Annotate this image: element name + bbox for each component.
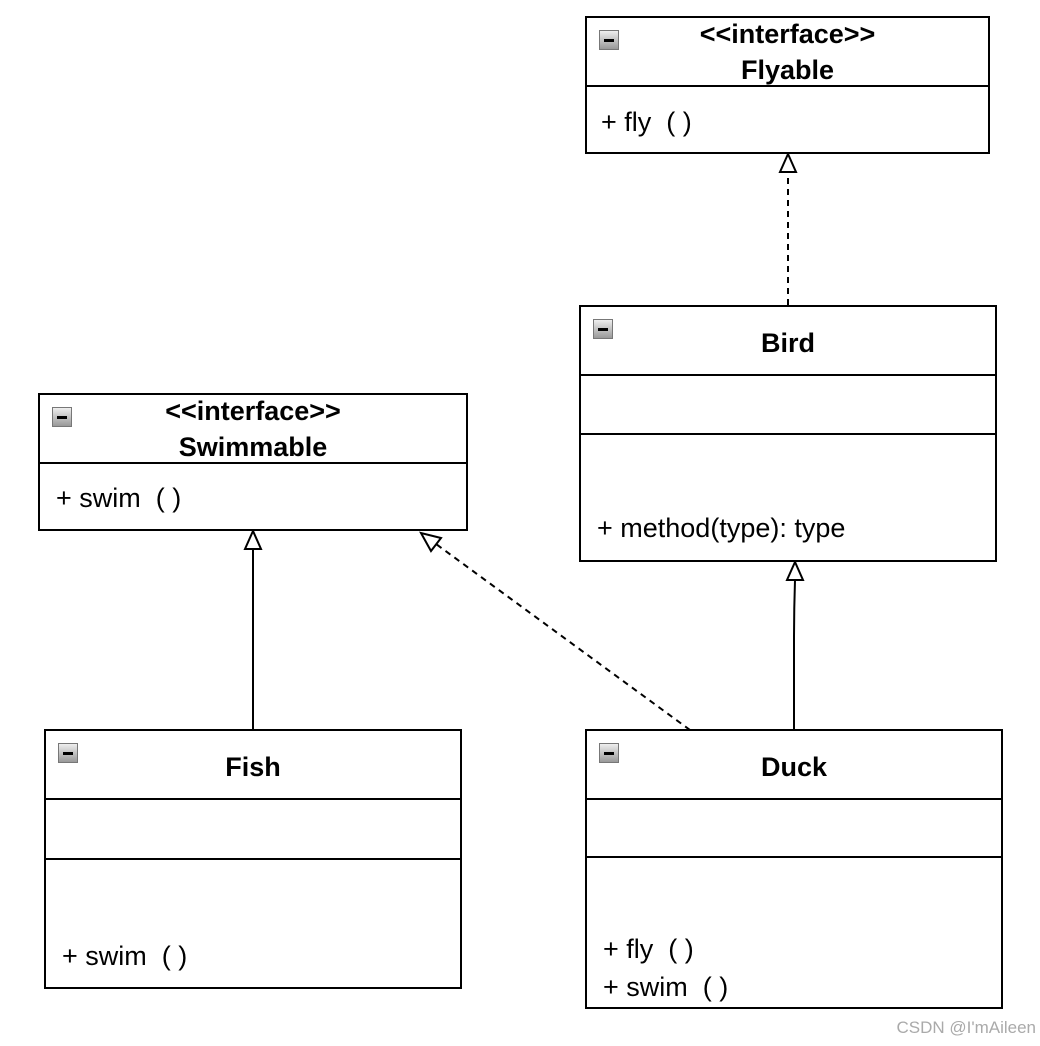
class-name: Duck bbox=[760, 752, 828, 782]
arrowhead-swimmable-duck bbox=[419, 531, 443, 553]
method: + fly ( ) bbox=[603, 934, 694, 964]
attributes-divider bbox=[581, 374, 995, 376]
duck-swimmable-realization bbox=[435, 543, 691, 731]
methods-divider bbox=[587, 856, 1001, 858]
class-swimmable[interactable]: <<interface>> Swimmable + swim ( ) bbox=[38, 393, 468, 531]
divider bbox=[40, 462, 466, 464]
collapse-icon[interactable] bbox=[593, 319, 613, 339]
class-name: Fish bbox=[225, 752, 281, 782]
attributes-divider bbox=[587, 798, 1001, 800]
method: + fly ( ) bbox=[601, 107, 692, 137]
class-bird[interactable]: Bird + method(type): type bbox=[579, 305, 997, 562]
method: + swim ( ) bbox=[62, 941, 188, 971]
method: + swim ( ) bbox=[56, 483, 182, 513]
arrowhead-bird bbox=[785, 559, 805, 581]
arrowhead-swimmable-fish bbox=[243, 528, 263, 550]
stereotype: <<interface>> bbox=[699, 19, 876, 49]
class-name: Flyable bbox=[740, 55, 835, 85]
divider bbox=[587, 85, 988, 87]
class-fish[interactable]: Fish + swim ( ) bbox=[44, 729, 462, 989]
arrowhead-flyable bbox=[778, 151, 798, 173]
class-duck[interactable]: Duck + fly ( ) + swim ( ) bbox=[585, 729, 1003, 1009]
class-flyable[interactable]: <<interface>> Flyable + fly ( ) bbox=[585, 16, 990, 154]
duck-bird-generalization bbox=[793, 579, 796, 730]
class-name: Bird bbox=[761, 328, 815, 358]
methods-divider bbox=[581, 433, 995, 435]
watermark: CSDN @I'mAileen bbox=[896, 1018, 1036, 1037]
class-name: Swimmable bbox=[178, 432, 328, 462]
method: + swim ( ) bbox=[603, 972, 729, 1002]
collapse-icon[interactable] bbox=[599, 743, 619, 763]
stereotype: <<interface>> bbox=[165, 396, 341, 426]
collapse-icon[interactable] bbox=[599, 30, 619, 50]
method: + method(type): type bbox=[597, 513, 846, 543]
methods-divider bbox=[46, 858, 460, 860]
collapse-icon[interactable] bbox=[52, 407, 72, 427]
collapse-icon[interactable] bbox=[58, 743, 78, 763]
attributes-divider bbox=[46, 798, 460, 800]
